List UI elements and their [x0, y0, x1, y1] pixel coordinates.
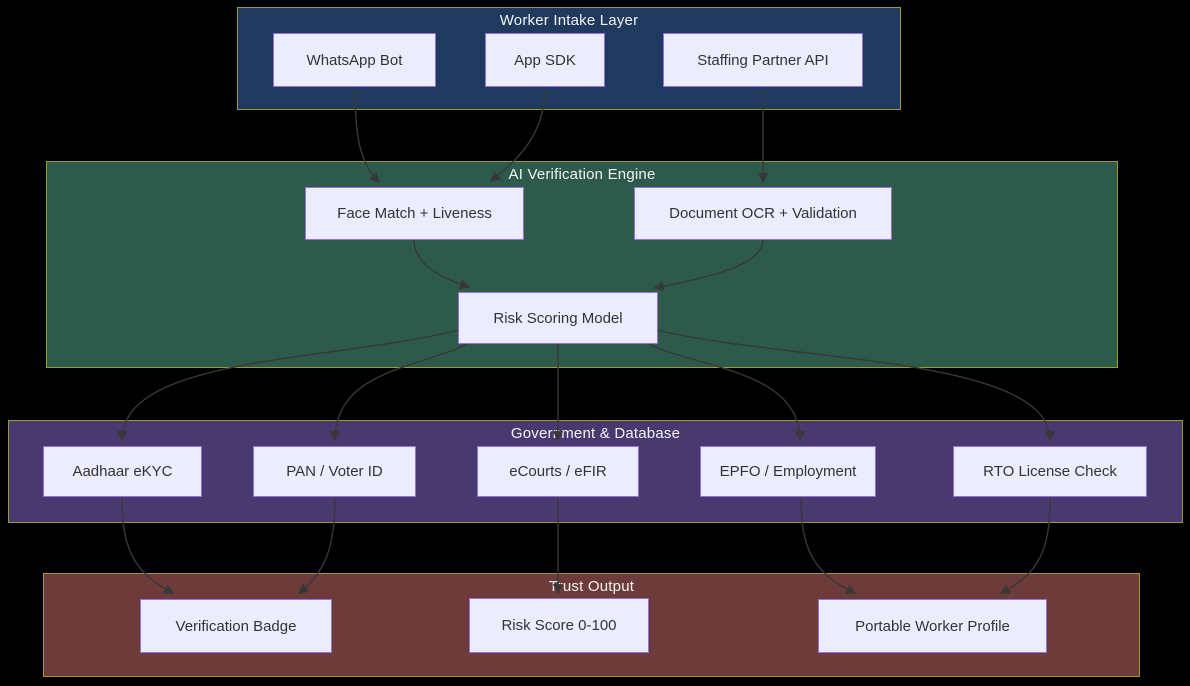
node-app-sdk: App SDK: [485, 33, 605, 87]
node-risk-scoring-model: Risk Scoring Model: [458, 292, 658, 344]
cluster-title-ai-verification-engine: AI Verification Engine: [508, 166, 656, 183]
node-ecourts-efir: eCourts / eFIR: [477, 446, 639, 497]
cluster-title-worker-intake-layer: Worker Intake Layer: [499, 12, 639, 29]
node-epfo-employment: EPFO / Employment: [700, 446, 876, 497]
node-face-match-liveness: Face Match + Liveness: [305, 187, 524, 240]
node-staffing-partner-api: Staffing Partner API: [663, 33, 863, 87]
node-portable-worker-profile: Portable Worker Profile: [818, 599, 1047, 653]
cluster-title-government-database: Government & Database: [510, 425, 681, 442]
cluster-title-trust-output: Trust Output: [548, 578, 635, 595]
node-verification-badge: Verification Badge: [140, 599, 332, 653]
node-whatsapp-bot: WhatsApp Bot: [273, 33, 436, 87]
node-document-ocr-validation: Document OCR + Validation: [634, 187, 892, 240]
node-rto-license-check: RTO License Check: [953, 446, 1147, 497]
node-pan-voter-id: PAN / Voter ID: [253, 446, 416, 497]
node-risk-score-0-100: Risk Score 0-100: [469, 598, 649, 653]
node-aadhaar-ekyc: Aadhaar eKYC: [43, 446, 202, 497]
